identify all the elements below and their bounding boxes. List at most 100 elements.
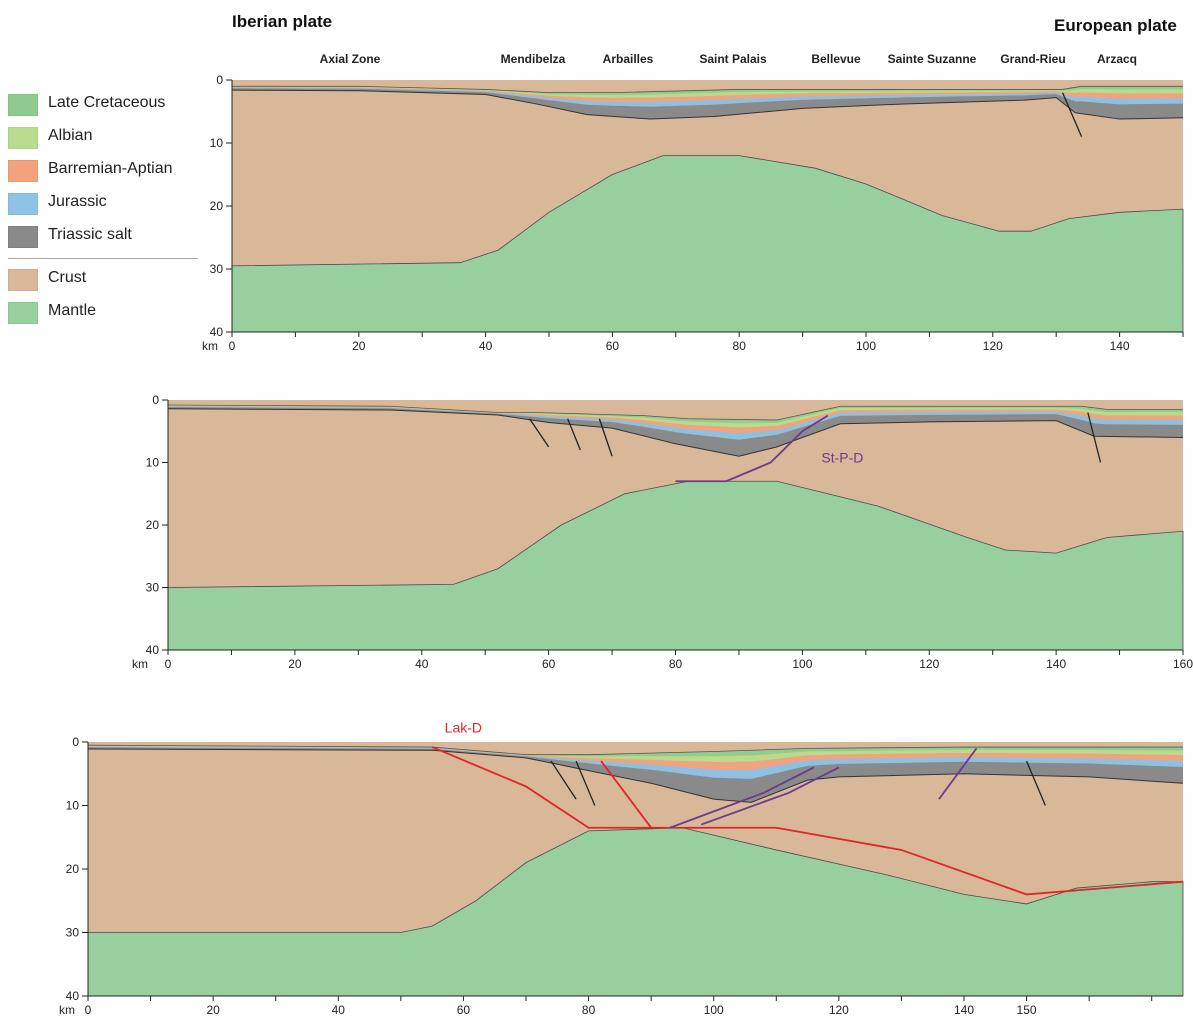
distance-tick-label: 140 [1046, 657, 1066, 671]
distance-tick-label: 40 [415, 657, 429, 671]
distance-tick-label: 160 [1173, 657, 1193, 671]
distance-tick-label: 140 [954, 1003, 974, 1017]
distance-tick-label: 60 [606, 339, 620, 353]
legend-label: Crust [48, 269, 87, 286]
fault-line [567, 418, 581, 451]
unit-label: km [132, 657, 148, 671]
distance-tick-label: 150 [1017, 1003, 1037, 1017]
fault-line [598, 418, 613, 457]
zone-label: Bellevue [811, 52, 861, 66]
fault-line [675, 414, 829, 483]
zone-label: Grand-Rieu [1000, 52, 1066, 66]
fault-line [938, 747, 978, 800]
legend-label: Albian [48, 127, 93, 144]
depth-tick-label: 10 [146, 456, 160, 470]
mantle-body [87, 827, 1184, 997]
mantle-body [231, 155, 1184, 333]
mantle-body [167, 480, 1184, 651]
late-cretaceous-layer [168, 405, 1183, 424]
fault-line [1061, 92, 1083, 137]
zone-label: Axial Zone [319, 52, 381, 66]
legend-label: Late Cretaceous [48, 94, 166, 111]
distance-tick-label: 140 [1110, 339, 1130, 353]
fault-line [529, 418, 550, 448]
distance-tick-label: 80 [582, 1003, 596, 1017]
distance-tick-label: 20 [206, 1003, 220, 1017]
legend-label: Triassic salt [48, 226, 132, 243]
zone-label: Arzacq [1096, 52, 1138, 66]
depth-tick-label: 20 [146, 518, 160, 532]
depth-tick-label: 30 [146, 581, 160, 595]
distance-tick-label: 0 [165, 657, 172, 671]
legend-swatch [8, 127, 38, 149]
topography-line [167, 404, 1183, 421]
basement-boundary [231, 89, 1184, 120]
distance-tick-label: 120 [919, 657, 939, 671]
depth-tick-label: 30 [66, 926, 80, 940]
fault-line [431, 746, 1184, 896]
plate-label-right: European plate [1054, 16, 1177, 35]
fault-line [550, 760, 577, 800]
zone-label: Mendibelza [500, 52, 566, 66]
depth-tick-label: 40 [210, 325, 224, 339]
distance-tick-label: 20 [352, 339, 366, 353]
late-cretaceous-layer [88, 745, 1183, 757]
basement-boundary [167, 408, 1184, 457]
distance-tick-label: 0 [85, 1003, 92, 1017]
unit-label: km [202, 339, 218, 353]
basement-boundary [87, 748, 1184, 803]
legend-label: Jurassic [48, 193, 107, 210]
section-panel-0: 0 10 20 30 40 0 20 40 60 80 100 120 140 km [202, 73, 1184, 353]
fault-line [669, 766, 815, 829]
fault-line [700, 766, 840, 826]
distance-tick-label: 100 [704, 1003, 724, 1017]
legend-swatch [8, 226, 38, 248]
depth-tick-label: 0 [72, 735, 79, 749]
plate-label-left: Iberian plate [232, 12, 333, 31]
distance-tick-label: 120 [829, 1003, 849, 1017]
legend-separator [8, 258, 198, 259]
distance-tick-label: 40 [479, 339, 493, 353]
topography-line [87, 744, 1183, 756]
distance-tick-label: 60 [542, 657, 556, 671]
topography-line [232, 85, 1183, 93]
late-cretaceous-layer [232, 86, 1183, 95]
distance-tick-label: 120 [983, 339, 1003, 353]
fault-label: St-P-D [821, 450, 863, 466]
depth-tick-label: 10 [66, 799, 80, 813]
legend-swatch [8, 269, 38, 291]
distance-tick-label: 100 [856, 339, 876, 353]
legend-label: Mantle [48, 302, 97, 319]
legend-swatch [8, 94, 38, 116]
fault-label: Lak-D [445, 719, 482, 735]
depth-tick-label: 40 [146, 643, 160, 657]
legend-swatch [8, 302, 38, 324]
distance-tick-label: 80 [733, 339, 747, 353]
distance-tick-label: 100 [792, 657, 812, 671]
depth-tick-label: 30 [210, 262, 224, 276]
zone-label: Sainte Suzanne [887, 52, 977, 66]
depth-tick-label: 0 [152, 393, 159, 407]
legend-swatch [8, 160, 38, 182]
zone-label: Saint Palais [699, 52, 767, 66]
fault-line [1025, 760, 1046, 806]
distance-tick-label: 0 [229, 339, 236, 353]
depth-tick-label: 20 [66, 862, 80, 876]
depth-tick-label: 20 [210, 199, 224, 213]
depth-tick-label: 0 [216, 73, 223, 87]
distance-tick-label: 60 [457, 1003, 471, 1017]
fault-line [600, 760, 652, 829]
fault-line [1087, 412, 1102, 463]
distance-tick-label: 20 [288, 657, 302, 671]
depth-tick-label: 10 [210, 136, 224, 150]
distance-tick-label: 40 [332, 1003, 346, 1017]
fault-line [575, 760, 596, 806]
legend-swatch [8, 193, 38, 215]
depth-tick-label: 40 [66, 989, 80, 1003]
distance-tick-label: 80 [669, 657, 683, 671]
legend-label: Barremian-Aptian [48, 160, 173, 177]
section-panel-1: St-P-D 0 10 20 30 40 0 20 40 60 80 100 120 140 160 km [132, 393, 1193, 671]
zone-label: Arbailles [602, 52, 654, 66]
